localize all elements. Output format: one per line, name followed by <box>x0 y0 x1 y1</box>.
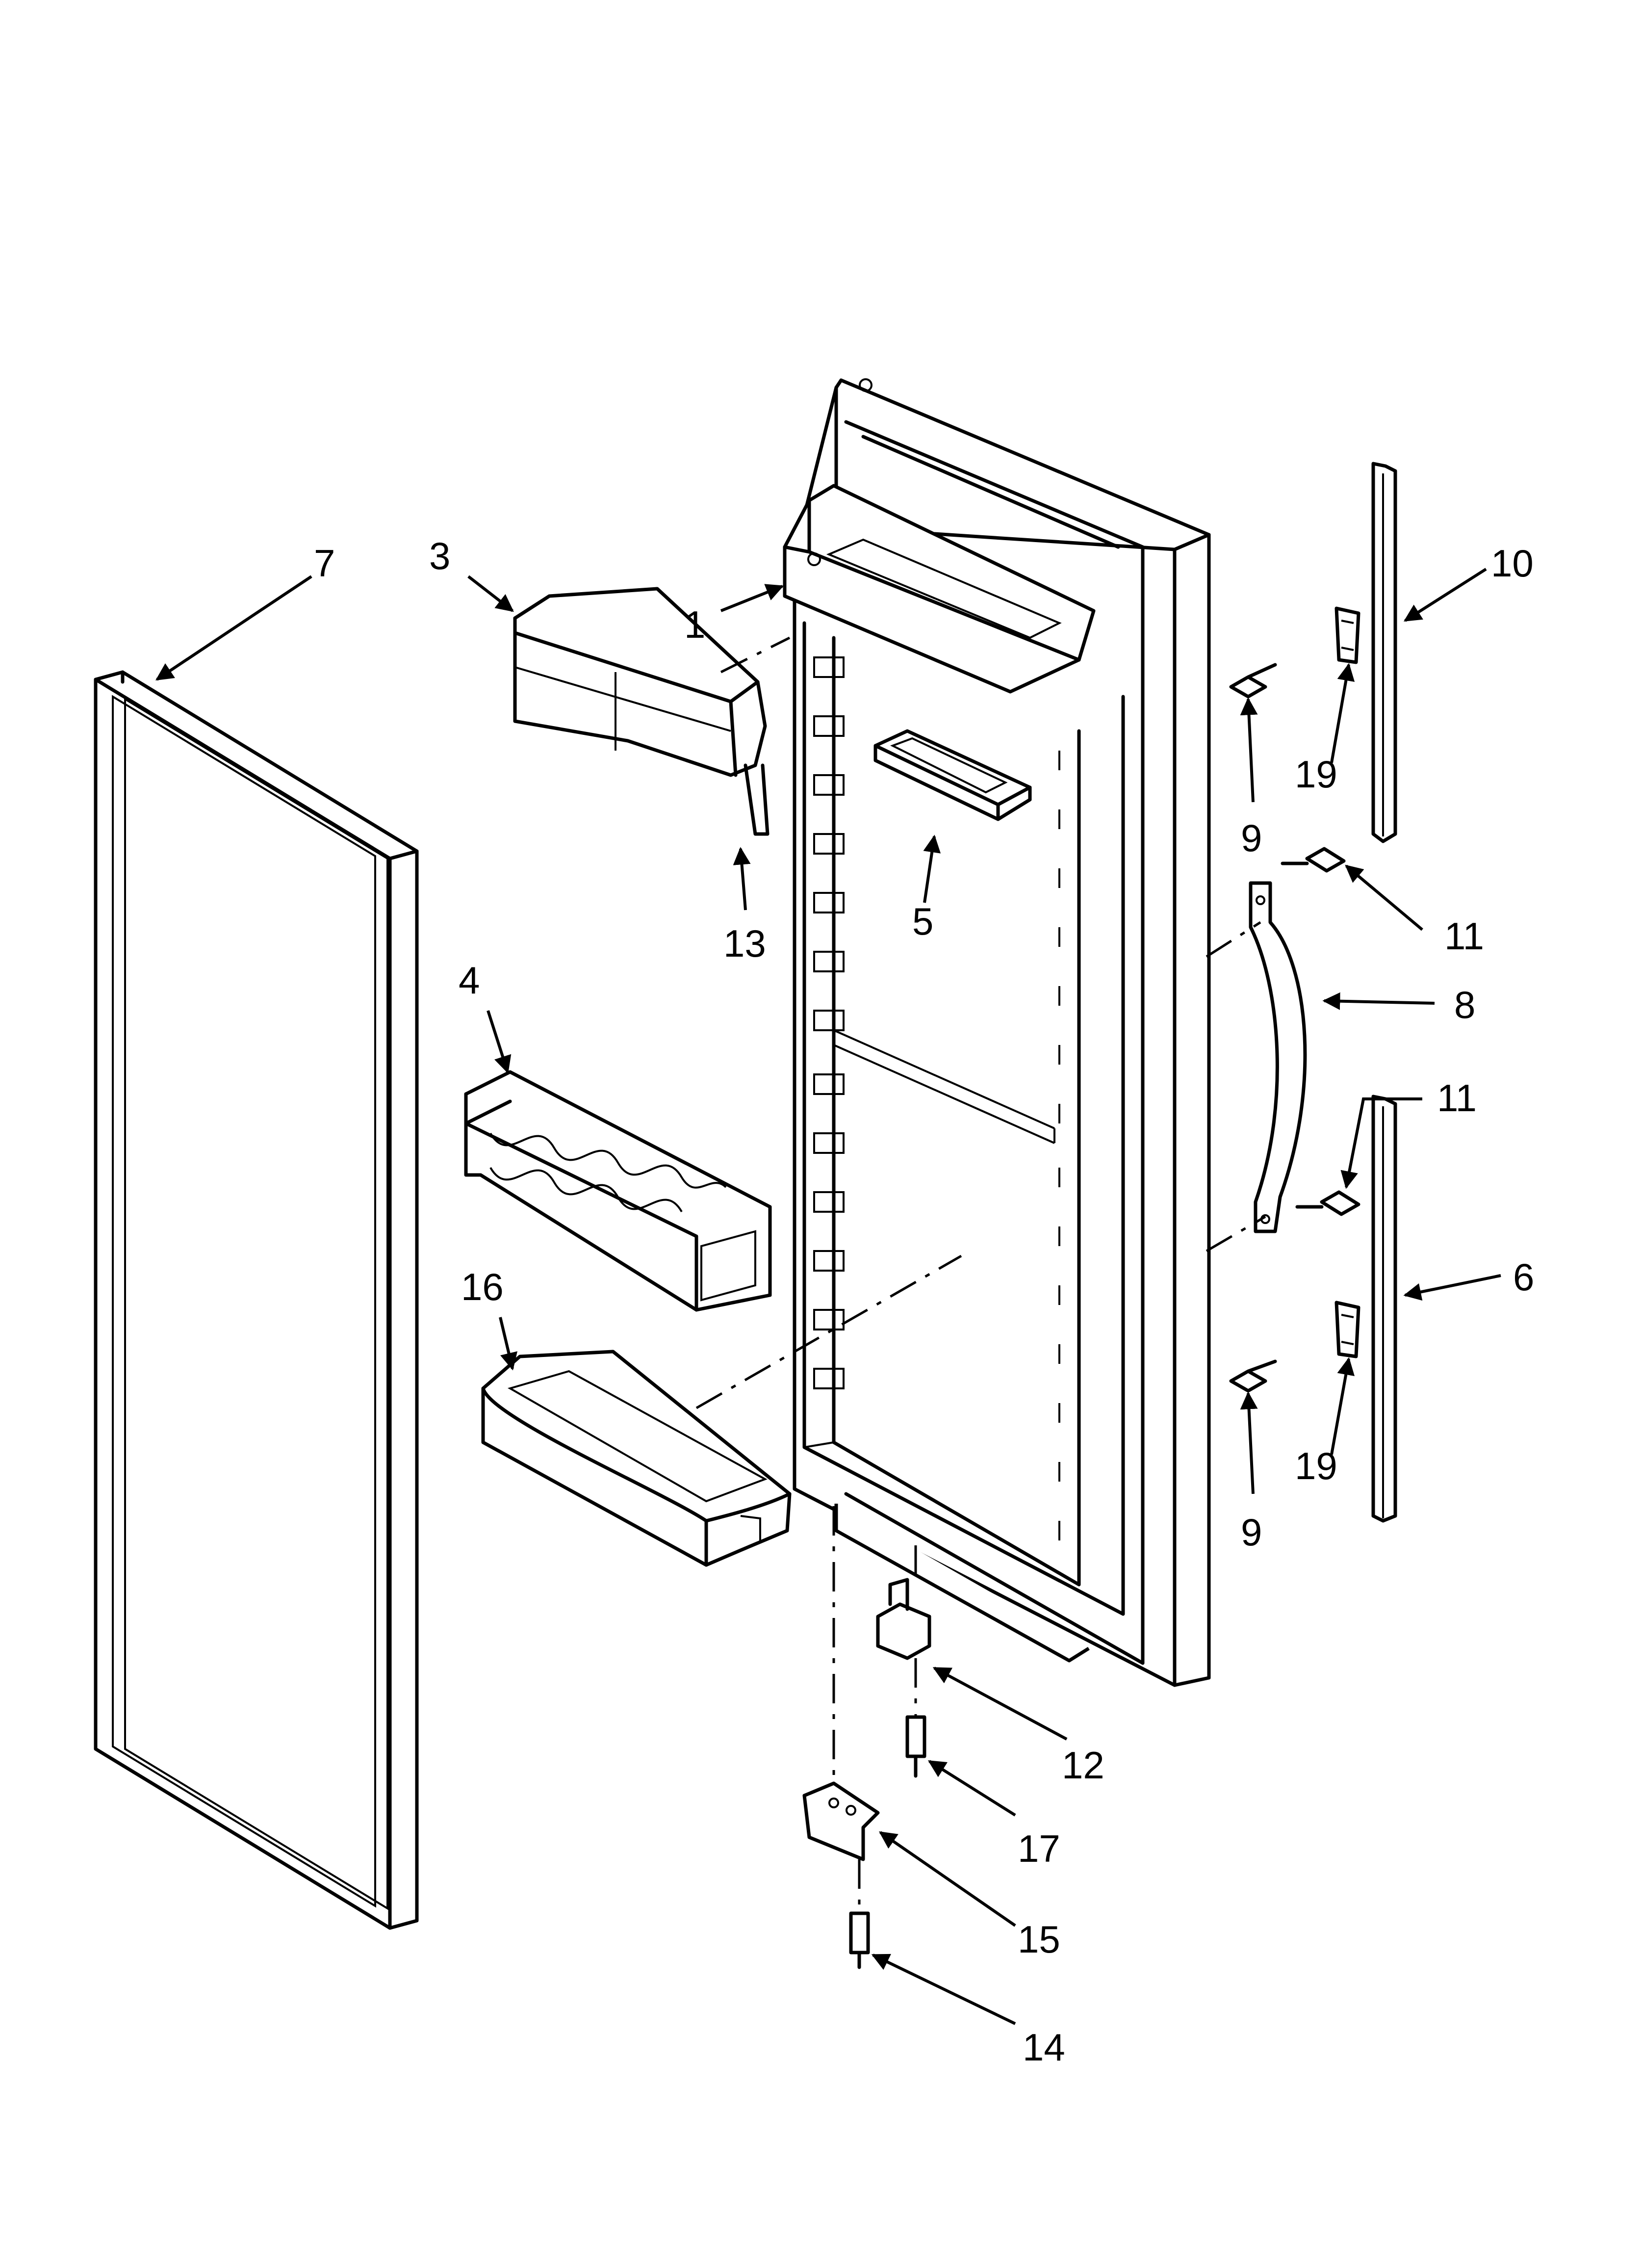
callout-9-lower: 9 <box>1241 1511 1262 1554</box>
callout-17: 17 <box>1018 1827 1060 1870</box>
callout-19-lower: 19 <box>1295 1444 1337 1487</box>
door-liner-part-1 <box>783 378 1211 1687</box>
door-bin-part-16 <box>481 1350 792 1567</box>
screw-part-17 <box>905 1715 926 1778</box>
callout-10: 10 <box>1491 542 1534 585</box>
door-trim-upper-part-10 <box>1371 462 1397 843</box>
door-handle-part-8 <box>1249 881 1307 1233</box>
callout-labels: 7 3 1 13 5 4 16 10 19 9 11 8 11 6 19 9 1… <box>314 534 1534 2069</box>
callout-14: 14 <box>1023 2026 1065 2069</box>
callout-19-upper: 19 <box>1295 753 1337 796</box>
screw-part-14 <box>849 1911 870 1969</box>
hinge-plate-part-15 <box>802 1781 880 1861</box>
door-gasket-part-7 <box>94 670 419 1930</box>
leader-lines <box>155 568 1501 2025</box>
handle-screw-lower-part-11 <box>1295 1190 1360 1216</box>
door-trim-lower-part-6 <box>1371 1095 1397 1523</box>
assembly-dash-lines <box>695 636 1266 1913</box>
dairy-door-part-3 <box>513 587 770 836</box>
bin-support-ribs <box>813 656 1060 1540</box>
utility-tray-part-5 <box>873 729 1032 821</box>
callout-15: 15 <box>1018 1918 1060 1961</box>
trim-clip-lower-part-19 <box>1334 1301 1360 1358</box>
callout-3: 3 <box>429 534 450 577</box>
callout-13: 13 <box>723 922 766 965</box>
callout-5: 5 <box>912 900 933 943</box>
callout-6: 6 <box>1513 1255 1534 1299</box>
callout-7: 7 <box>314 542 335 585</box>
callout-9-upper: 9 <box>1241 816 1262 860</box>
hinge-pin-part-12 <box>876 1578 931 1660</box>
callout-16: 16 <box>461 1265 504 1308</box>
callout-12: 12 <box>1062 1744 1104 1787</box>
callout-11-lower: 11 <box>1437 1076 1477 1120</box>
callout-1: 1 <box>684 603 705 646</box>
bottle-bin-part-4 <box>464 1070 772 1312</box>
handle-screw-upper-part-11 <box>1281 847 1346 873</box>
callout-8: 8 <box>1454 983 1475 1026</box>
callout-11-upper: 11 <box>1444 914 1484 958</box>
screw-lower-part-9 <box>1229 1359 1277 1393</box>
trim-clip-upper-part-19 <box>1334 606 1360 664</box>
callout-4: 4 <box>459 959 480 1002</box>
screw-upper-part-9 <box>1229 663 1277 699</box>
